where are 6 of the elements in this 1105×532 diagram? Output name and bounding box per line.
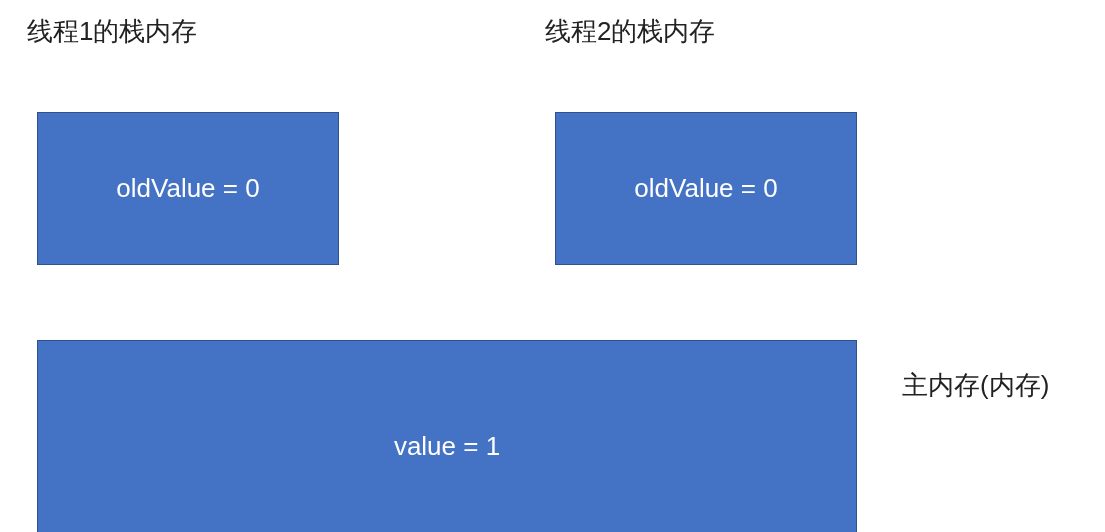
memory-box: oldValue = 0	[37, 112, 339, 265]
box-heading: 线程1的栈内存	[27, 16, 198, 48]
box-caption: 主内存(内存)	[902, 370, 1050, 402]
box-heading: 线程2的栈内存	[545, 16, 716, 48]
memory-box: value = 1	[37, 340, 857, 532]
memory-box: oldValue = 0	[555, 112, 857, 265]
